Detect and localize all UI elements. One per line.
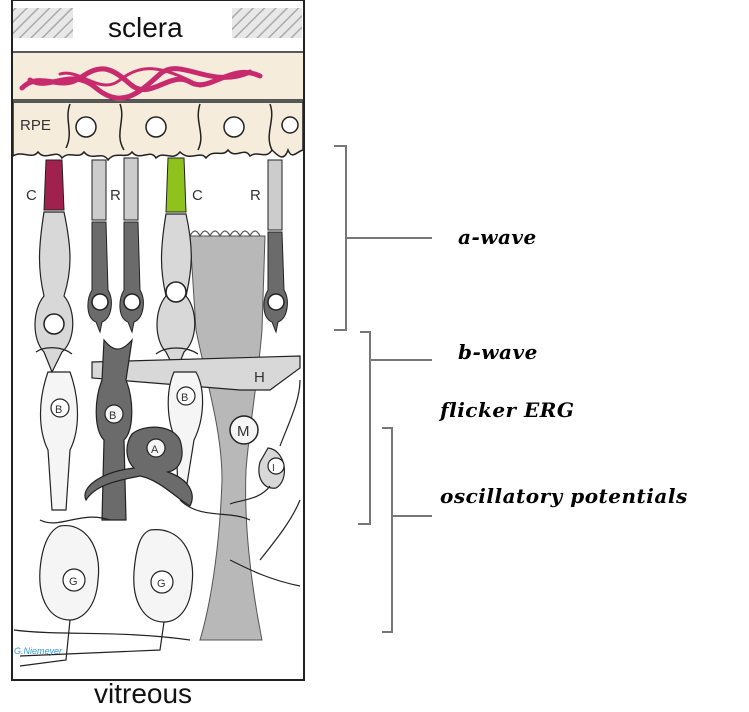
bipolar-label-rod: B: [109, 410, 116, 422]
cone-label-left: C: [26, 187, 37, 204]
sclera-hatch-left: [13, 8, 73, 38]
rod-label-left: R: [110, 187, 121, 204]
rpe-label: RPE: [20, 117, 51, 134]
a-wave-label: a-wave: [458, 225, 537, 249]
erg-brackets: [334, 146, 432, 632]
bracket-b-wave: [358, 332, 370, 524]
sclera-hatch-right: [232, 8, 302, 38]
ganglion-label-right: G: [157, 578, 166, 590]
b-wave-label: b-wave: [458, 340, 538, 364]
oscillatory-potentials-label: oscillatory potentials: [440, 484, 688, 508]
sclera-label: sclera: [108, 12, 183, 44]
horizontal-label: H: [254, 369, 265, 386]
ganglion-label-left: G: [69, 576, 78, 588]
bipolar-label-right: B: [181, 392, 188, 404]
muller-label: M: [237, 423, 250, 440]
rod-label-right: R: [250, 187, 261, 204]
vitreous-label: vitreous: [94, 678, 192, 710]
interplexiform-label: I: [272, 463, 275, 474]
flicker-erg-label: flicker ERG: [440, 398, 575, 422]
cone-label-right: C: [192, 187, 203, 204]
author-credit: G.Niemeyer: [14, 646, 62, 656]
bracket-a-wave: [334, 146, 346, 330]
bipolar-label-left: B: [55, 404, 62, 416]
amacrine-label: A: [151, 444, 159, 456]
bracket-oscillatory: [382, 428, 392, 632]
